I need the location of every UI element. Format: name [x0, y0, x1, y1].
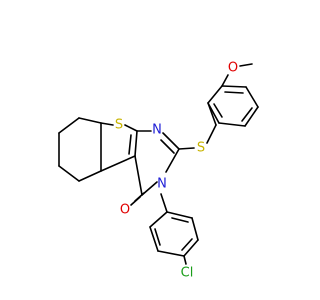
- bond: [160, 193, 168, 213]
- bond: [183, 239, 199, 257]
- bond: [124, 124, 138, 132]
- molecule-canvas: S N S O N O Cl: [0, 0, 300, 300]
- atom-o-methoxy: O: [228, 61, 238, 76]
- bond: [206, 124, 217, 144]
- bond: [165, 148, 180, 173]
- atom-n-amide: N: [157, 177, 167, 192]
- atom-n-ring: N: [152, 123, 162, 138]
- bond: [58, 165, 80, 182]
- bond: [178, 147, 195, 150]
- background: [0, 0, 300, 300]
- bond: [207, 102, 220, 124]
- bond: [58, 117, 80, 134]
- bond: [191, 217, 199, 241]
- bond: [171, 217, 189, 223]
- bond: [213, 103, 223, 118]
- bond: [166, 211, 193, 219]
- atom-cl: Cl: [181, 266, 194, 281]
- bond: [149, 226, 159, 252]
- bond: [154, 228, 161, 246]
- bond: [100, 155, 136, 172]
- bonds: [58, 63, 259, 265]
- molecule-structure: S N S O N O Cl: [0, 0, 300, 300]
- atom-s-thiophene: S: [115, 118, 123, 133]
- bond: [241, 107, 253, 122]
- atom-o-carbonyl: O: [120, 203, 130, 218]
- bond: [218, 122, 246, 127]
- bond: [134, 155, 143, 196]
- bond: [221, 74, 229, 87]
- bond: [224, 91, 244, 94]
- bond: [160, 139, 175, 154]
- bond: [207, 85, 223, 104]
- bond: [244, 106, 259, 127]
- atom-labels: S N S O N O Cl: [115, 61, 238, 281]
- atom-s-thioether: S: [197, 141, 205, 156]
- bond: [100, 122, 114, 126]
- bond: [134, 130, 138, 157]
- bond: [162, 132, 180, 150]
- bond: [78, 117, 102, 124]
- bond: [78, 170, 102, 182]
- bond: [181, 238, 193, 251]
- bond: [245, 86, 259, 108]
- bond: [221, 85, 247, 88]
- bond: [149, 211, 168, 228]
- bond: [157, 250, 185, 257]
- bond: [183, 255, 187, 265]
- bond: [239, 63, 253, 67]
- bond: [134, 192, 145, 202]
- bond: [128, 134, 132, 155]
